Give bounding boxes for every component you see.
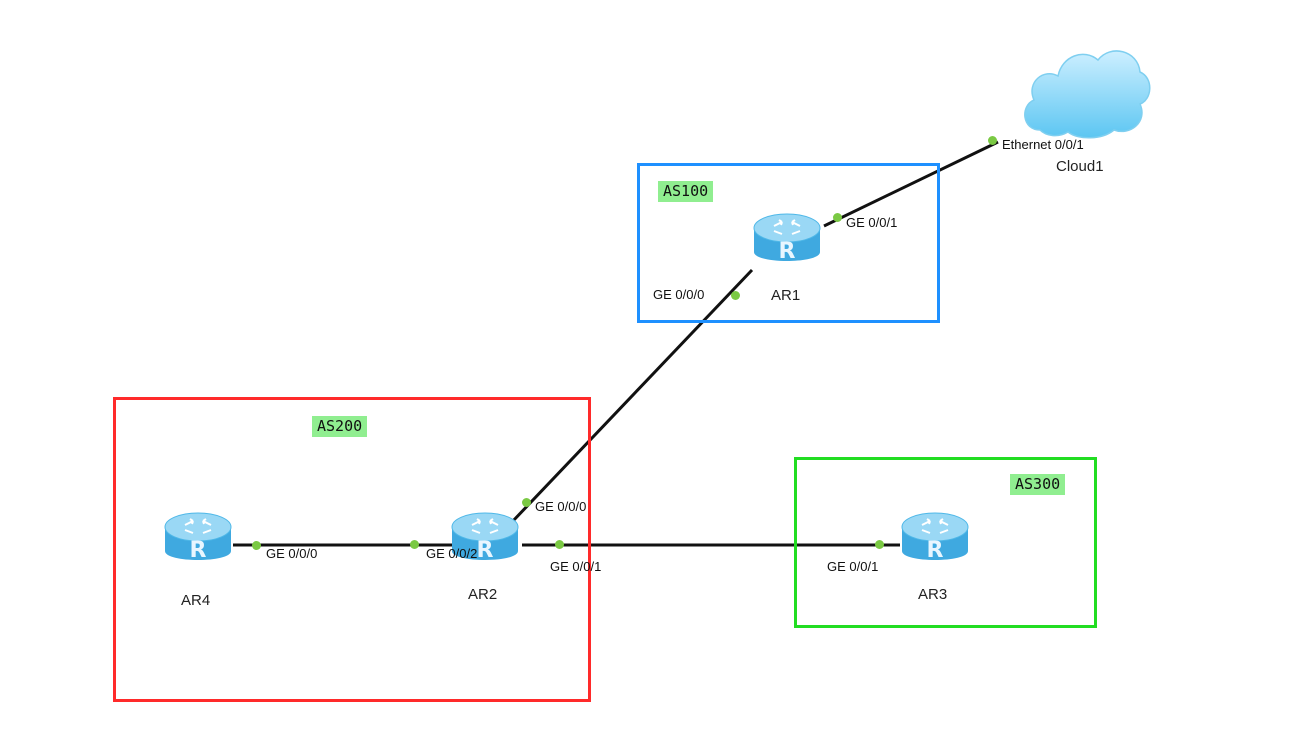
svg-text:R: R: [477, 538, 494, 563]
router-icon[interactable]: R: [752, 206, 822, 272]
port-label-ar1-g000: GE 0/0/0: [653, 287, 705, 302]
cloud1-name: Cloud1: [1056, 158, 1104, 175]
port-dot-ar2-g000[interactable]: [522, 498, 531, 507]
as300-label: AS300: [1010, 474, 1066, 495]
port-dot-ar4-g000[interactable]: [252, 541, 261, 550]
ar4-name: AR4: [181, 592, 211, 609]
ar2-name: AR2: [468, 586, 498, 603]
cloud-icon[interactable]: [1018, 38, 1152, 142]
port-label-ar1-g001: GE 0/0/1: [846, 215, 898, 230]
port-dot-ar1-g000[interactable]: [731, 291, 740, 300]
port-dot-ar1-g001[interactable]: [833, 213, 842, 222]
router-icon[interactable]: R: [163, 505, 233, 571]
port-label-ar4-g000: GE 0/0/0: [266, 546, 318, 561]
as200-box[interactable]: [113, 397, 591, 702]
port-label-cloud1-eth: Ethernet 0/0/1: [1002, 137, 1084, 152]
as100-box[interactable]: [637, 163, 940, 323]
port-dot-ar2-g001[interactable]: [555, 540, 564, 549]
svg-text:R: R: [779, 239, 796, 264]
port-dot-cloud1-eth[interactable]: [988, 136, 997, 145]
port-label-ar2-g000: GE 0/0/0: [535, 499, 587, 514]
svg-text:R: R: [927, 538, 944, 563]
svg-text:R: R: [190, 538, 207, 563]
ar1-name: AR1: [771, 287, 801, 304]
link-ar1-ar2[interactable]: [510, 268, 754, 524]
port-label-ar3-g001: GE 0/0/1: [827, 559, 879, 574]
link-ar1-cloud1[interactable]: [823, 140, 999, 228]
port-dot-ar3-g001[interactable]: [875, 540, 884, 549]
port-label-ar2-g002: GE 0/0/2: [426, 546, 478, 561]
router-icon[interactable]: R: [900, 505, 970, 571]
ar3-name: AR3: [918, 586, 948, 603]
as100-label: AS100: [658, 181, 714, 202]
as200-label: AS200: [312, 416, 368, 437]
port-dot-ar2-g002[interactable]: [410, 540, 419, 549]
router-icon[interactable]: R: [450, 505, 520, 571]
port-label-ar2-g001: GE 0/0/1: [550, 559, 602, 574]
as300-box[interactable]: [794, 457, 1097, 628]
